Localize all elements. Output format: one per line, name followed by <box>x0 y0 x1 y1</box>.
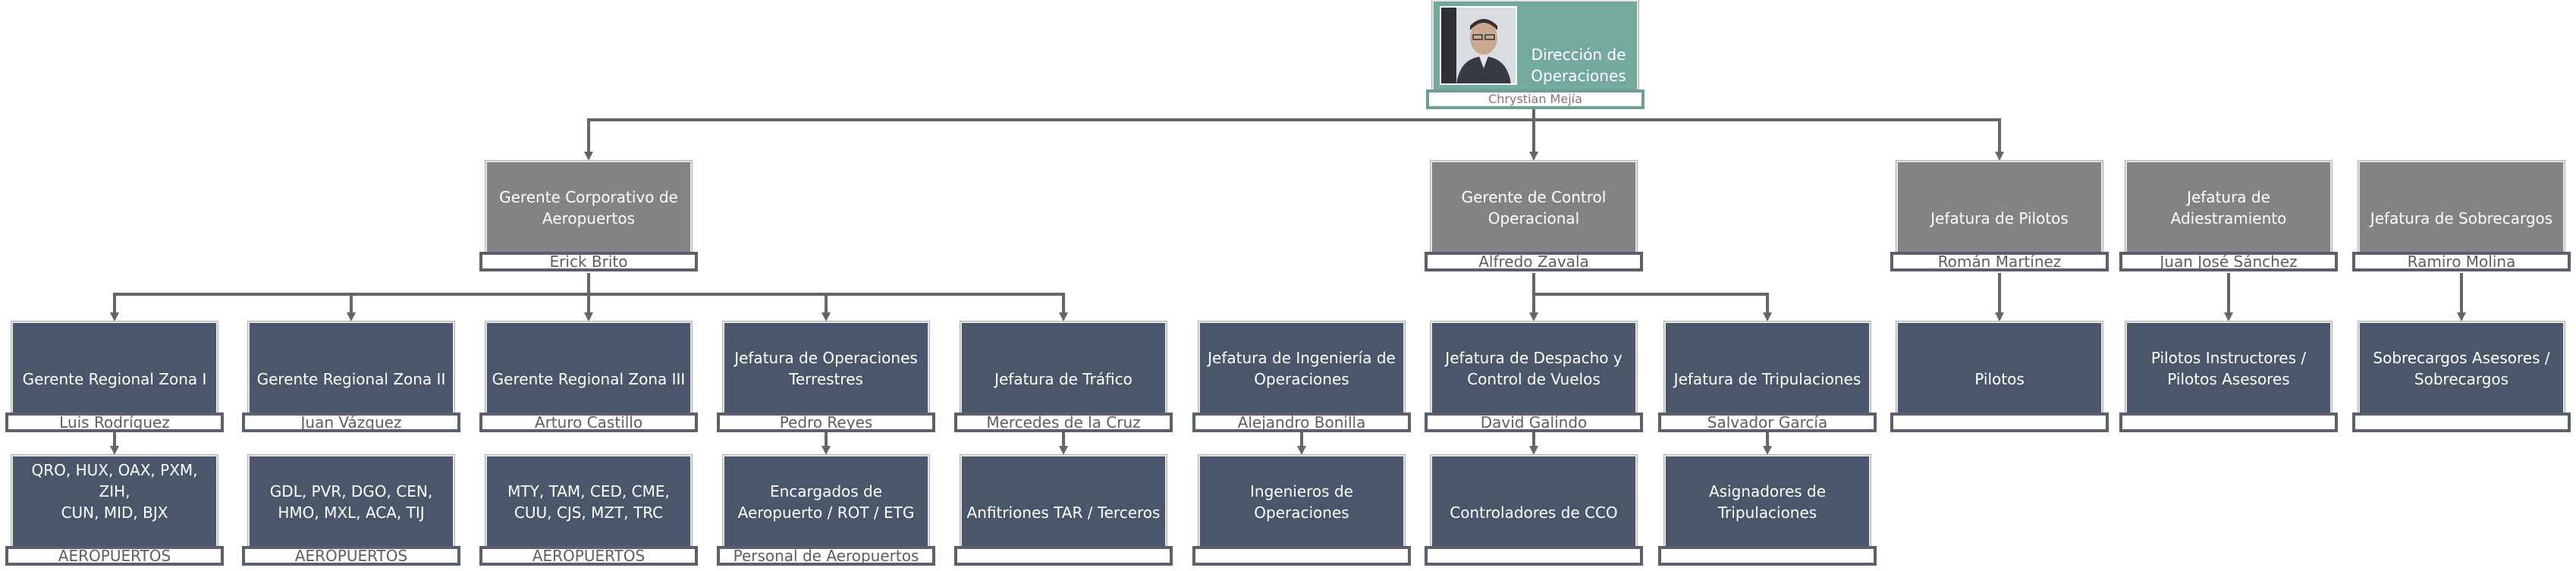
org-node-title: Asignadores de Tripulaciones <box>1708 482 1827 522</box>
org-box: Asignadores de Tripulaciones <box>1664 455 1871 549</box>
org-node-title: MTY, TAM, CED, CME, CUU, CJS, MZT, TRC <box>507 482 670 522</box>
org-node-name <box>2119 413 2338 432</box>
person-photo-icon <box>1440 6 1517 85</box>
org-node-name: Alfredo Zavala <box>1425 252 1643 271</box>
org-node-name: AEROPUERTOS <box>479 546 698 566</box>
org-box: Pilotos <box>1896 322 2103 416</box>
org-node-title: Jefatura de Operaciones Terrestres <box>734 349 918 388</box>
org-node-title: GDL, PVR, DGO, CEN, HMO, MXL, ACA, TIJ <box>269 482 433 522</box>
org-node-name <box>2352 413 2571 432</box>
org-node-name: Juan Vázquez <box>242 413 460 432</box>
org-node-title: Gerente Regional Zona III <box>492 370 686 388</box>
org-node-title: Gerente Regional Zona II <box>256 370 446 388</box>
org-node-name: Mercedes de la Cruz <box>954 413 1173 432</box>
org-node-title: Jefatura de Pilotos <box>1930 209 2069 227</box>
org-box: Encargados de Aeropuerto / ROT / ETG <box>723 455 929 549</box>
org-node-title: Jefatura de Despacho y Control de Vuelos <box>1445 349 1623 388</box>
org-box: Jefatura de Despacho y Control de Vuelos <box>1431 322 1637 416</box>
org-node-name: Juan José Sánchez <box>2119 252 2338 271</box>
org-node-name: Pedro Reyes <box>717 413 935 432</box>
org-node-name: AEROPUERTOS <box>242 546 460 566</box>
org-node-name: AEROPUERTOS <box>5 546 224 566</box>
org-box: Jefatura de Pilotos <box>1896 161 2103 255</box>
org-box: Jefatura de Adiestramiento <box>2125 161 2332 255</box>
org-node-name: Erick Brito <box>479 252 698 271</box>
org-box: MTY, TAM, CED, CME, CUU, CJS, MZT, TRC <box>485 455 692 549</box>
org-node-title: Gerente Corporativo de Aeropuertos <box>499 188 678 227</box>
org-node-name <box>1890 413 2109 432</box>
org-node-name: Chrystian Mejía <box>1426 89 1645 109</box>
org-box: Gerente Regional Zona I <box>11 322 218 416</box>
org-node-title: Jefatura de Sobrecargos <box>2370 209 2553 227</box>
org-node-name: Alejandro Bonilla <box>1192 413 1411 432</box>
org-node-name: Salvador García <box>1658 413 1877 432</box>
org-box: Anfitriones TAR / Terceros <box>960 455 1167 549</box>
org-node-title: Encargados de Aeropuerto / ROT / ETG <box>737 482 915 522</box>
org-node-name: David Galindo <box>1425 413 1643 432</box>
org-node-name <box>1192 546 1411 566</box>
org-node-title: Gerente de Control Operacional <box>1461 188 1607 227</box>
org-node-title: Anfitriones TAR / Terceros <box>966 504 1161 522</box>
org-node-title: Pilotos <box>1974 370 2025 388</box>
org-node-title: Dirección de Operaciones <box>1531 45 1626 85</box>
org-box: Pilotos Instructores / Pilotos Asesores <box>2125 322 2332 416</box>
org-box: QRO, HUX, OAX, PXM, ZIH, CUN, MID, BJX <box>11 455 218 549</box>
org-box: Ingenieros de Operaciones <box>1198 455 1405 549</box>
org-box: GDL, PVR, DGO, CEN, HMO, MXL, ACA, TIJ <box>248 455 454 549</box>
org-box: Controladores de CCO <box>1431 455 1637 549</box>
org-node-title: Jefatura de Adiestramiento <box>2170 188 2287 227</box>
org-node-title: QRO, HUX, OAX, PXM, ZIH, CUN, MID, BJX <box>31 461 198 522</box>
org-node-name <box>954 546 1173 566</box>
org-node-title: Gerente Regional Zona I <box>22 370 207 388</box>
org-node-name <box>1425 546 1643 566</box>
org-box: Jefatura de Tráfico <box>960 322 1167 416</box>
org-box: Gerente Regional Zona III <box>485 322 692 416</box>
org-node-name: Román Martínez <box>1890 252 2109 271</box>
org-node-title: Pilotos Instructores / Pilotos Asesores <box>2150 349 2307 388</box>
org-node-title: Jefatura de Ingeniería de Operaciones <box>1208 349 1396 388</box>
org-node-title: Ingenieros de Operaciones <box>1250 482 1353 522</box>
org-node-title: Jefatura de Tripulaciones <box>1673 370 1861 388</box>
org-box: Jefatura de Sobrecargos <box>2358 161 2565 255</box>
org-box: Jefatura de Operaciones Terrestres <box>723 322 929 416</box>
org-box: Gerente Corporativo de Aeropuertos <box>485 161 692 255</box>
org-node-name: Luis Rodríguez <box>5 413 224 432</box>
org-node-title: Sobrecargos Asesores / Sobrecargos <box>2373 349 2550 388</box>
org-node-name: Arturo Castillo <box>479 413 698 432</box>
org-node-title: Controladores de CCO <box>1450 504 1618 522</box>
org-node-title: Jefatura de Tráfico <box>994 370 1132 388</box>
org-node-name: Personal de Aeropuertos <box>717 546 935 566</box>
org-node-name: Ramiro Molina <box>2352 252 2571 271</box>
org-box: Jefatura de Ingeniería de Operaciones <box>1198 322 1405 416</box>
org-box: Gerente Regional Zona II <box>248 322 454 416</box>
arrowheads <box>110 152 2466 455</box>
org-box: Sobrecargos Asesores / Sobrecargos <box>2358 322 2565 416</box>
org-box: Gerente de Control Operacional <box>1431 161 1637 255</box>
org-node-name <box>1658 546 1877 566</box>
org-box: Jefatura de Tripulaciones <box>1664 322 1871 416</box>
